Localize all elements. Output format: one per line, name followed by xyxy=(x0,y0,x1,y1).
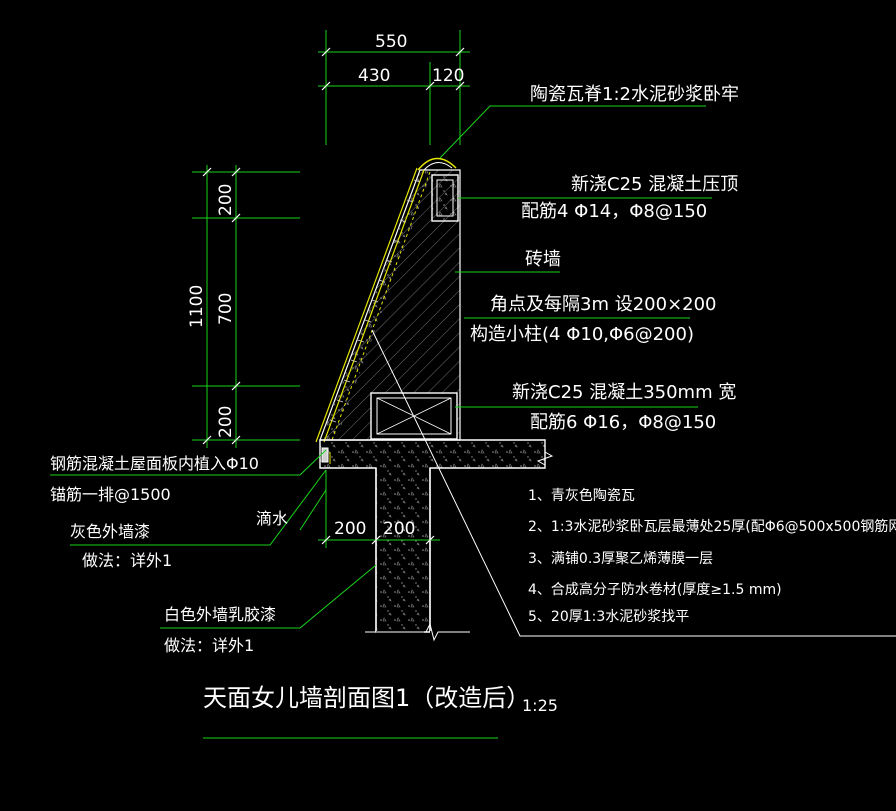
note-item: 4、合成高分子防水卷材(厚度≥1.5 mm) xyxy=(528,581,782,598)
coping-concrete xyxy=(431,174,459,222)
note-item: 5、20厚1:3水泥砂浆找平 xyxy=(528,609,689,625)
label-grey-paint-2: 做法：详外1 xyxy=(82,551,172,570)
left-dimensions xyxy=(192,165,300,448)
drawing-scale: 1:25 xyxy=(522,696,558,715)
dim-700: 700 xyxy=(216,293,236,325)
label-tile-ridge: 陶瓷瓦脊1:2水泥砂浆卧牢 xyxy=(530,84,739,105)
label-brick-wall: 砖墙 xyxy=(525,249,561,270)
note-item: 1、青灰色陶瓷瓦 xyxy=(528,487,635,504)
label-anchor-1: 钢筋混凝土屋面板内植入Φ10 xyxy=(50,454,259,473)
dim-120: 120 xyxy=(432,66,464,86)
dim-430: 430 xyxy=(358,66,390,86)
column-break-line xyxy=(365,622,470,642)
dim-base-200-left: 200 xyxy=(334,519,366,539)
base-dimensions xyxy=(318,470,440,548)
tile-layer-outer xyxy=(315,167,418,443)
label-column-1: 角点及每隔3m 设200×200 xyxy=(490,294,717,315)
drip-edge xyxy=(321,447,329,463)
label-white-paint-2: 做法：详外1 xyxy=(164,636,254,655)
tile-layer-inner xyxy=(323,169,425,443)
dim-200-bottom: 200 xyxy=(216,406,236,438)
label-beam-2: 配筋6 Φ16，Φ8@150 xyxy=(530,412,716,433)
dim-200-top: 200 xyxy=(216,184,236,216)
note-item: 3、满铺0.3厚聚乙烯薄膜一层 xyxy=(528,551,713,567)
notes-list: 1、青灰色陶瓷瓦 2、1:3水泥砂浆卧瓦层最薄处25厚(配Φ6@500x500钢… xyxy=(528,487,896,625)
note-item: 2、1:3水泥砂浆卧瓦层最薄处25厚(配Φ6@500x500钢筋网) xyxy=(528,518,896,535)
tile-steps xyxy=(329,179,421,423)
dim-550: 550 xyxy=(375,32,407,52)
label-coping-1: 新浇C25 混凝土压顶 xyxy=(571,174,738,195)
label-coping-2: 配筋4 Φ14，Φ8@150 xyxy=(521,201,707,222)
label-drip: 滴水 xyxy=(256,509,288,528)
dim-base-200-right: 200 xyxy=(383,519,415,539)
label-column-2: 构造小柱(4 Φ10,Φ6@200) xyxy=(470,324,694,345)
label-beam-1: 新浇C25 混凝土350mm 宽 xyxy=(512,382,736,403)
ridge-tile xyxy=(417,157,457,171)
notes-leader xyxy=(371,329,896,637)
leader-lines xyxy=(50,105,712,739)
dim-1100: 1100 xyxy=(187,285,207,328)
mortar-layer xyxy=(320,170,432,440)
drawing-title: 天面女儿墙剖面图1（改造后） xyxy=(203,684,530,712)
top-dimensions xyxy=(318,30,470,145)
label-anchor-2: 锚筋一排@1500 xyxy=(50,485,171,504)
label-grey-paint-1: 灰色外墙漆 xyxy=(70,522,150,541)
label-white-paint-1: 白色外墙乳胶漆 xyxy=(164,605,276,624)
